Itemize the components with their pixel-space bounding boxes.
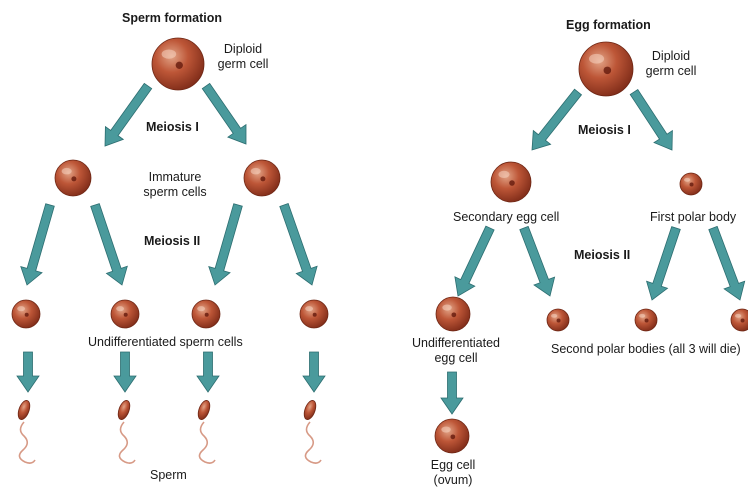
egg-diploid-germ-cell [579,42,633,96]
immature-sperm-cell-right [244,160,280,196]
egg-diploid-line1: Diploid [640,49,702,64]
egg-cell-ovum-label: Egg cell (ovum) [420,458,486,488]
secondary-egg-cell-label: Secondary egg cell [453,210,559,225]
sperm-diploid-line2: germ cell [212,57,274,72]
first-polar-body-label: First polar body [650,210,736,225]
arrow-to-sperm-2 [114,352,136,392]
arrow-sperm-m1-right [202,83,246,144]
egg-diploid-line2: germ cell [640,64,702,79]
first-polar-body [680,173,702,195]
arrow-to-sperm-4 [303,352,325,392]
sperm-meiosis-1-label: Meiosis I [146,120,199,135]
immature-line1: Immature [132,170,218,185]
arrow-egg-m1-right [630,90,672,151]
arrow-egg-m1-left [532,89,582,150]
sperm-diploid-germ-cell [152,38,204,90]
arrow-to-sperm-1 [17,352,39,392]
second-polar-bodies-label: Second polar bodies (all 3 will die) [551,342,741,357]
undifferentiated-egg-label: Undifferentiated egg cell [404,336,508,366]
egg-formation-title: Egg formation [566,18,651,33]
egg-diploid-label: Diploid germ cell [640,49,702,79]
sperm-3 [196,399,215,463]
undifferentiated-sperm-label: Undifferentiated sperm cells [88,335,243,350]
arrow-sperm-m2-b [91,204,128,285]
sperm-1 [16,399,35,463]
egg-cell-line2: (ovum) [420,473,486,488]
sperm-label: Sperm [150,468,187,483]
undiff-egg-line1: Undifferentiated [404,336,508,351]
second-polar-body-3 [731,309,748,331]
sperm-diploid-label: Diploid germ cell [212,42,274,72]
egg-cell-line1: Egg cell [420,458,486,473]
undifferentiated-egg-cell [436,297,470,331]
undifferentiated-sperm-cell-4 [300,300,328,328]
immature-line2: sperm cells [132,185,218,200]
arrow-sperm-m2-d [280,204,317,286]
second-polar-body-2 [635,309,657,331]
undiff-egg-line2: egg cell [404,351,508,366]
immature-sperm-label: Immature sperm cells [132,170,218,200]
egg-cell-ovum [435,419,469,453]
undifferentiated-sperm-cell-2 [111,300,139,328]
arrow-egg-m2-b [520,226,555,296]
arrow-sperm-m2-c [209,204,243,285]
egg-meiosis-1-label: Meiosis I [578,123,631,138]
sperm-diploid-line1: Diploid [212,42,274,57]
undifferentiated-sperm-cell-3 [192,300,220,328]
arrow-egg-m2-d [709,226,745,300]
sperm-formation-title: Sperm formation [122,11,222,26]
undifferentiated-sperm-cell-1 [12,300,40,328]
arrow-to-sperm-3 [197,352,219,392]
arrow-sperm-m2-a [21,204,55,285]
arrow-to-ovum [441,372,463,414]
sperm-2 [116,399,135,463]
arrow-sperm-m1-left [105,83,152,146]
sperm-meiosis-2-label: Meiosis II [144,234,200,249]
secondary-egg-cell [491,162,531,202]
arrow-egg-m2-a [455,226,494,296]
egg-meiosis-2-label: Meiosis II [574,248,630,263]
sperm-4 [302,399,321,463]
arrow-egg-m2-c [647,227,681,300]
immature-sperm-cell-left [55,160,91,196]
second-polar-body-1 [547,309,569,331]
